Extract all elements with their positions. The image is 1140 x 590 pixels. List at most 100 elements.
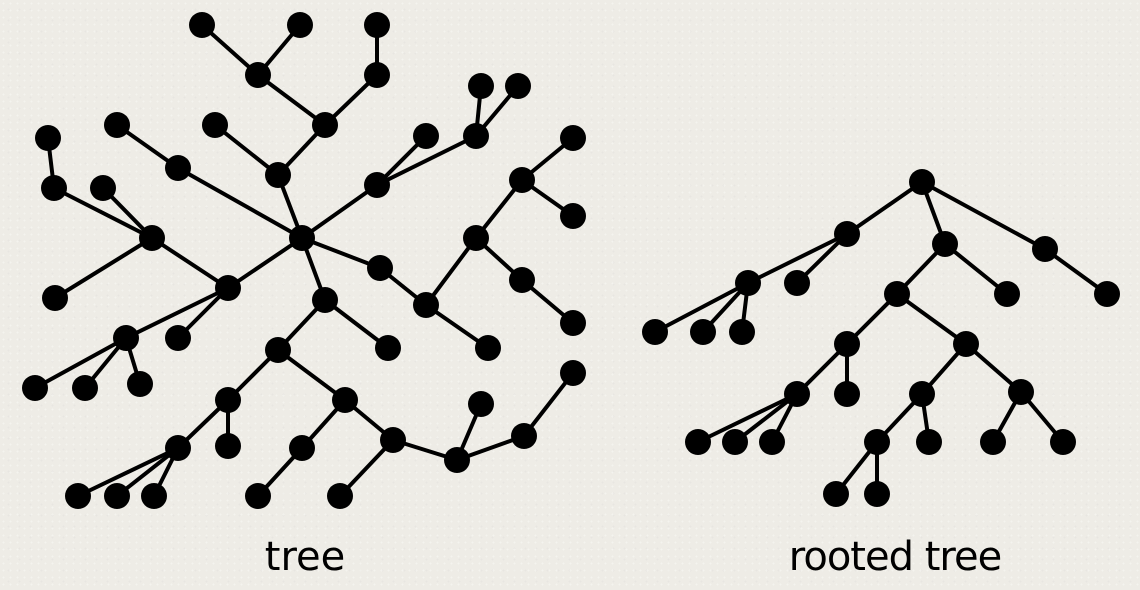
tree-node xyxy=(509,267,535,293)
tree-node xyxy=(475,335,501,361)
tree-edge xyxy=(33,336,128,390)
tree-edge xyxy=(226,236,304,290)
rooted-tree-diagram xyxy=(642,169,1120,507)
tree-node xyxy=(413,292,439,318)
rooted-tree-node xyxy=(690,319,716,345)
tree-node xyxy=(141,483,167,509)
rooted-tree-node xyxy=(642,319,668,345)
tree-node xyxy=(289,435,315,461)
rooted-tree-edges xyxy=(653,180,1109,496)
tree-node xyxy=(104,112,130,138)
tree-node xyxy=(463,123,489,149)
tree-node xyxy=(202,112,228,138)
tree-node xyxy=(22,375,48,401)
tree-edges xyxy=(33,23,575,498)
rooted-tree-node xyxy=(909,169,935,195)
tree-node xyxy=(139,225,165,251)
tree-edge xyxy=(276,348,347,402)
tree-node xyxy=(289,225,315,251)
rooted-tree-node xyxy=(932,231,958,257)
rooted-tree-node xyxy=(864,429,890,455)
rooted-tree-node xyxy=(759,429,785,455)
tree-edge xyxy=(323,298,390,350)
tree-nodes xyxy=(22,12,586,509)
tree-node xyxy=(463,225,489,251)
rooted-tree-node xyxy=(980,429,1006,455)
tree-node xyxy=(509,167,535,193)
tree-node xyxy=(104,483,130,509)
tree-diagram xyxy=(22,12,586,509)
tree-node xyxy=(364,62,390,88)
rooted-tree-node xyxy=(1008,379,1034,405)
rooted-tree-node xyxy=(909,381,935,407)
rooted-tree-node xyxy=(916,429,942,455)
tree-node xyxy=(245,62,271,88)
tree-node xyxy=(287,12,313,38)
tree-edge xyxy=(52,186,154,240)
rooted-tree-edge xyxy=(895,292,968,346)
tree-node xyxy=(215,387,241,413)
tree-node xyxy=(90,175,116,201)
tree-node xyxy=(468,391,494,417)
rooted-tree-node xyxy=(953,331,979,357)
tree-edge xyxy=(522,371,575,438)
rooted-tree-node xyxy=(735,270,761,296)
rooted-tree-edge xyxy=(733,392,799,444)
tree-node xyxy=(245,483,271,509)
tree-node xyxy=(215,275,241,301)
tree-node xyxy=(505,73,531,99)
rooted-tree-node xyxy=(884,281,910,307)
rooted-tree-node xyxy=(823,481,849,507)
tree-node xyxy=(332,387,358,413)
tree-node xyxy=(560,203,586,229)
tree-node xyxy=(165,435,191,461)
tree-edge xyxy=(424,236,478,307)
rooted-tree-node xyxy=(722,429,748,455)
tree-node xyxy=(511,423,537,449)
tree-node xyxy=(35,125,61,151)
tree-node xyxy=(65,483,91,509)
tree-node xyxy=(41,175,67,201)
rooted-tree-edge xyxy=(746,232,849,285)
tree-node xyxy=(127,371,153,397)
tree-edge xyxy=(76,446,180,498)
rooted-tree-nodes xyxy=(642,169,1120,507)
rooted-tree-node xyxy=(1050,429,1076,455)
rooted-tree-node xyxy=(1094,281,1120,307)
tree-node xyxy=(113,325,139,351)
tree-node xyxy=(312,287,338,313)
tree-node xyxy=(413,123,439,149)
tree-node xyxy=(375,335,401,361)
tree-node xyxy=(468,73,494,99)
rooted-tree-node xyxy=(685,429,711,455)
rooted-tree-node xyxy=(784,270,810,296)
tree-node xyxy=(42,285,68,311)
tree-node xyxy=(444,447,470,473)
rooted-tree-edge xyxy=(696,392,799,444)
tree-caption: tree xyxy=(264,534,346,580)
rooted-tree-node xyxy=(864,481,890,507)
tree-edge xyxy=(124,286,230,340)
tree-edge xyxy=(300,183,379,240)
tree-node xyxy=(364,172,390,198)
tree-node xyxy=(380,427,406,453)
tree-node xyxy=(265,162,291,188)
tree-edge xyxy=(53,236,154,300)
tree-node xyxy=(265,337,291,363)
rooted-tree-caption: rooted tree xyxy=(788,534,1002,580)
tree-node xyxy=(165,325,191,351)
tree-node xyxy=(560,310,586,336)
rooted-tree-node xyxy=(834,221,860,247)
tree-edge xyxy=(213,123,280,177)
rooted-tree-node xyxy=(994,281,1020,307)
tree-node xyxy=(367,255,393,281)
rooted-tree-node xyxy=(834,381,860,407)
tree-node xyxy=(312,112,338,138)
rooted-tree-edge xyxy=(943,242,1009,296)
tree-node xyxy=(560,360,586,386)
rooted-tree-edge xyxy=(920,180,1047,251)
tree-edge xyxy=(375,134,478,187)
tree-node xyxy=(560,125,586,151)
